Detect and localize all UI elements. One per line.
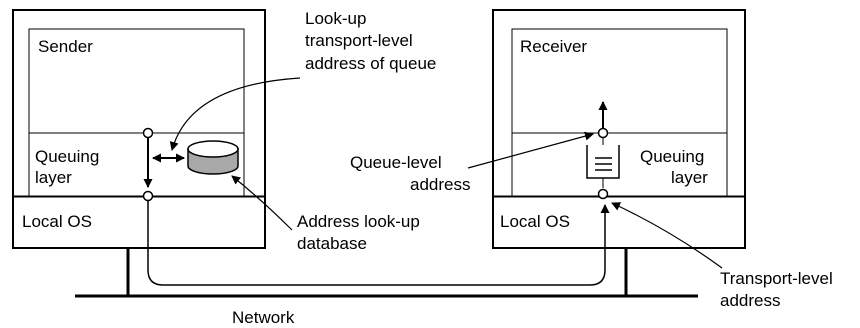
transport-level-pointer: [611, 202, 723, 269]
sender-outer-box: [12, 9, 266, 249]
queue-icon: [586, 145, 620, 179]
queue-level-label-1: Queue-level: [350, 153, 442, 172]
address-db-label-1: Address look-up: [297, 212, 420, 231]
sender-transport-address: [142, 190, 154, 202]
receiver-local-os-label: Local OS: [500, 212, 570, 231]
database-icon: [187, 140, 239, 175]
lookup-label-2: transport-level: [305, 31, 413, 50]
sender-title: Sender: [38, 37, 93, 56]
sender-app-box: [28, 28, 245, 134]
sender-layer-label: layer: [35, 168, 72, 187]
receiver-title: Receiver: [520, 37, 587, 56]
receiver-transport-address: [597, 188, 609, 200]
receiver-queuing-label: Queuing: [640, 147, 704, 166]
receiver-machine: Receiver Queuing layer Local OS: [492, 9, 746, 249]
sender-machine: Sender Queuing layer Local OS: [12, 9, 266, 249]
lookup-pointer: [169, 77, 301, 151]
lookup-label-1: Look-up: [305, 9, 366, 28]
queue-level-pointer: [467, 131, 594, 169]
network-label: Network: [232, 308, 295, 327]
transport-level-label-2: address: [720, 291, 780, 310]
address-db-label-2: database: [297, 234, 367, 253]
transport-path: [147, 196, 610, 286]
receiver-layer-label: layer: [671, 168, 708, 187]
database-pointer: [231, 175, 293, 231]
receiver-app-box: [511, 28, 728, 134]
sender-app-address: [142, 127, 154, 139]
transport-level-label-1: Transport-level: [720, 269, 833, 288]
sender-local-os-label: Local OS: [22, 212, 92, 231]
lookup-label-3: address of queue: [305, 54, 436, 73]
receiver-queue-address: [597, 127, 609, 139]
queue-level-label-2: address: [410, 175, 470, 194]
sender-queuing-label: Queuing: [35, 147, 99, 166]
